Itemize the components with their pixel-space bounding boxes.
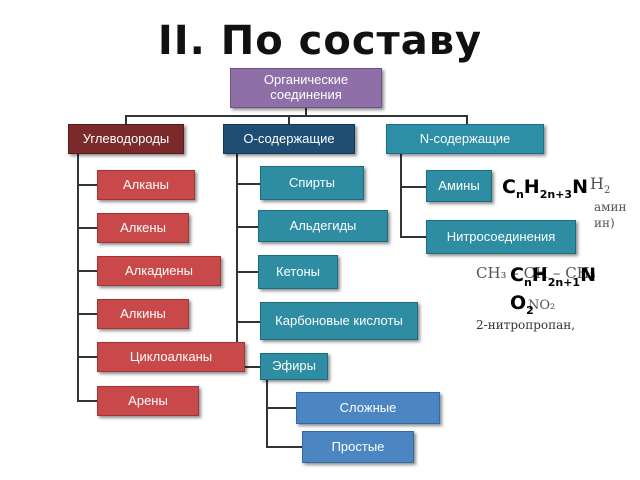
- node-arenes: Арены: [97, 386, 199, 416]
- connector: [266, 380, 268, 448]
- ghost-no2: NO₂: [528, 298, 556, 313]
- node-label: Нитросоединения: [446, 228, 556, 244]
- page-title: II. По составу: [157, 18, 483, 64]
- node-alkanes: Алканы: [97, 170, 195, 200]
- connector: [305, 106, 307, 116]
- connector: [400, 154, 402, 238]
- node-label: Альдегиды: [289, 217, 357, 233]
- ghost-chain: CH₃ – CH – CH₃: [476, 264, 596, 282]
- connector: [236, 321, 260, 323]
- node-label: Кетоны: [276, 263, 320, 279]
- node-label: Алканы: [123, 176, 169, 192]
- connector: [77, 356, 97, 358]
- node-label: Арены: [128, 392, 168, 408]
- node-label: Эфиры: [272, 358, 316, 374]
- node-esters: Сложные: [296, 392, 440, 424]
- category-label: N-содержащие: [419, 130, 511, 146]
- node-ketones: Кетоны: [258, 255, 338, 289]
- node-alcohols: Спирты: [260, 166, 364, 200]
- connector: [266, 446, 302, 448]
- category-nitrogen: N-содержащие: [386, 124, 544, 154]
- node-label: Сложные: [339, 399, 397, 415]
- connector: [266, 407, 296, 409]
- connector: [236, 154, 238, 368]
- connector: [77, 184, 97, 186]
- ghost-caption: 2-нитропропан,: [476, 318, 576, 332]
- node-label: Амины: [438, 177, 480, 193]
- connector: [236, 366, 260, 368]
- node-carboxylic-acids: Карбоновые кислоты: [260, 302, 418, 340]
- connector: [77, 270, 97, 272]
- node-label: Простые: [331, 438, 385, 454]
- node-ethers: Эфиры: [260, 353, 328, 380]
- node-label: Алкены: [120, 219, 166, 235]
- connector: [400, 186, 426, 188]
- connector: [236, 271, 258, 273]
- node-aldehydes: Альдегиды: [258, 210, 388, 242]
- amine-formula: CnH2n+3N: [502, 176, 588, 201]
- connector: [77, 154, 79, 402]
- connector: [236, 183, 260, 185]
- node-cycloalkanes: Циклоалканы: [97, 342, 245, 372]
- node-simple-ethers: Простые: [302, 431, 414, 463]
- root-node: Органические соединения: [230, 68, 382, 108]
- node-amines: Амины: [426, 170, 492, 202]
- node-label: Алкадиены: [124, 262, 194, 278]
- connector: [400, 236, 426, 238]
- category-oxygen: О-содержащие: [223, 124, 355, 154]
- category-label: О-содержащие: [243, 130, 335, 146]
- connector: [236, 226, 258, 228]
- connector: [466, 115, 468, 125]
- nitro-formula-oxygen: O2: [510, 292, 534, 317]
- root-label: Органические соединения: [263, 72, 349, 102]
- node-label: Карбоновые кислоты: [275, 312, 403, 328]
- connector: [125, 115, 467, 117]
- connector: [77, 227, 97, 229]
- node-nitro-compounds: Нитросоединения: [426, 220, 576, 254]
- ghost-in: ин): [594, 216, 615, 230]
- node-alkadienes: Алкадиены: [97, 256, 221, 286]
- ghost-nh2: H2: [590, 174, 611, 197]
- connector: [77, 400, 97, 402]
- node-alkynes: Алкины: [97, 299, 189, 329]
- nitro-formula: CnH2n+1N: [510, 264, 596, 289]
- node-label: Алкины: [120, 305, 166, 321]
- node-alkenes: Алкены: [97, 213, 189, 243]
- connector: [125, 115, 127, 125]
- category-label: Углеводороды: [82, 130, 170, 146]
- connector: [288, 115, 290, 125]
- node-label: Спирты: [289, 174, 335, 190]
- node-label: Циклоалканы: [129, 348, 213, 364]
- ghost-amin: амин: [594, 200, 627, 214]
- connector: [77, 313, 97, 315]
- category-hydrocarbons: Углеводороды: [68, 124, 184, 154]
